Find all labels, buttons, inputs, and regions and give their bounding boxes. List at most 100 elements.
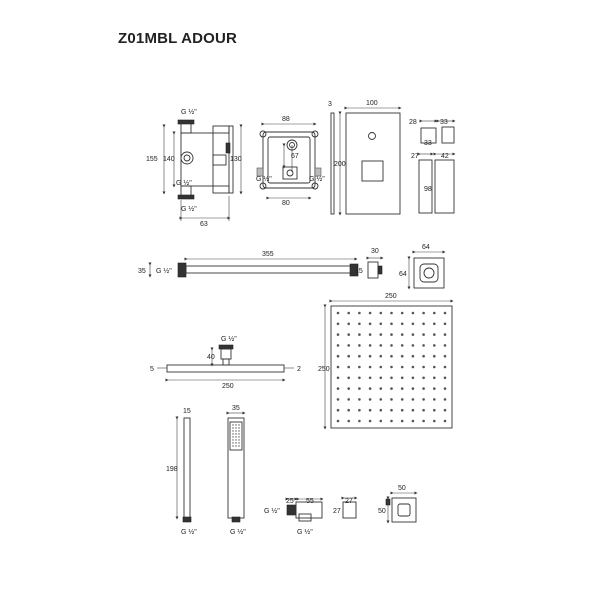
nozzle-dot bbox=[400, 322, 404, 326]
dim-80: 80 bbox=[282, 200, 290, 207]
nozzle-dot bbox=[336, 365, 340, 369]
nozzle-dot bbox=[358, 311, 361, 315]
handset-nozzle-dot bbox=[235, 427, 237, 429]
nozzle-dot bbox=[400, 398, 404, 401]
handset-nozzle-dot bbox=[238, 430, 240, 432]
nozzle-dot bbox=[368, 322, 372, 326]
nozzle-dot bbox=[433, 311, 436, 315]
nozzle-dot bbox=[400, 333, 404, 336]
handset-nozzle-dot bbox=[232, 442, 234, 444]
nozzle-dot bbox=[358, 408, 361, 412]
nozzle-dot bbox=[390, 344, 393, 347]
nozzle-dot bbox=[422, 365, 425, 369]
page-title: Z01MBL ADOUR bbox=[118, 30, 238, 47]
handset-nozzle-dot bbox=[232, 436, 234, 438]
dim-140: 140 bbox=[163, 156, 175, 163]
button-detail: 28 33 33 27 42 98 bbox=[409, 119, 456, 214]
nozzle-dot bbox=[358, 387, 361, 390]
dim-30: 30 bbox=[371, 248, 379, 255]
dim-63: 63 bbox=[200, 221, 208, 228]
valve-front-view: 88 67 80 G ½" G ½" bbox=[256, 116, 325, 207]
nozzle-dot bbox=[443, 398, 447, 401]
nozzle-dot bbox=[358, 365, 361, 369]
nozzle-dot bbox=[347, 365, 351, 369]
dim-27-side: 27 bbox=[333, 508, 341, 515]
nozzle-dot bbox=[433, 387, 436, 390]
handset-nozzle-dot bbox=[235, 439, 237, 441]
handset-nozzle-dot bbox=[235, 436, 237, 438]
nozzle-dot bbox=[422, 354, 425, 358]
handset-nozzle-dot bbox=[238, 445, 240, 447]
nozzle-dot bbox=[400, 419, 404, 423]
nozzle-dot bbox=[358, 419, 361, 423]
dim-50-side: 50 bbox=[378, 508, 386, 515]
dim-28: 28 bbox=[409, 119, 417, 126]
nozzle-dot bbox=[422, 322, 425, 326]
nozzle-dot bbox=[336, 333, 340, 336]
dim-67: 67 bbox=[291, 153, 299, 160]
thread-bottom-label: G ½" bbox=[181, 205, 197, 213]
nozzle-dot bbox=[347, 387, 351, 390]
nozzle-dot bbox=[379, 344, 383, 347]
dim-40: 40 bbox=[207, 354, 215, 361]
thread-top-label: G ½" bbox=[181, 108, 197, 116]
dim-88: 88 bbox=[282, 116, 290, 123]
nozzle-dot bbox=[379, 387, 383, 390]
handset-nozzle-dot bbox=[238, 433, 240, 435]
nozzle-dot bbox=[443, 408, 447, 412]
handset-nozzle-dot bbox=[238, 439, 240, 441]
nozzle-dot bbox=[358, 322, 361, 326]
nozzle-dot bbox=[390, 333, 393, 336]
nozzle-dot bbox=[347, 344, 351, 347]
nozzle-dot bbox=[379, 333, 383, 336]
wall-outlet: 25 55 G ½" G ½" 27 27 50 50 bbox=[264, 485, 418, 536]
handset-nozzle-dot bbox=[232, 430, 234, 432]
nozzle-dot bbox=[433, 419, 436, 423]
nozzle-dot bbox=[347, 333, 351, 336]
handset-nozzle-dot bbox=[232, 427, 234, 429]
shower-head-side: G ½" 40 5 2 250 bbox=[150, 335, 301, 390]
nozzle-dot bbox=[411, 408, 415, 412]
nozzle-dot bbox=[443, 376, 447, 380]
handset-nozzle-dot bbox=[238, 442, 240, 444]
handset-nozzle-dot bbox=[238, 424, 240, 426]
nozzle-dot bbox=[347, 376, 351, 380]
nozzle-dot bbox=[379, 311, 383, 315]
nozzle-dot bbox=[433, 322, 436, 326]
nozzle-dot bbox=[336, 419, 340, 423]
nozzle-dot bbox=[443, 344, 447, 347]
nozzle-dot bbox=[443, 419, 447, 423]
dim-250-height: 250 bbox=[318, 366, 330, 373]
shower-head-top: 250 250 bbox=[318, 293, 454, 430]
nozzle-dot bbox=[368, 333, 372, 336]
dim-64-side: 64 bbox=[399, 271, 407, 278]
dim-50-top: 50 bbox=[398, 485, 406, 492]
nozzle-dot bbox=[336, 354, 340, 358]
dim-27: 27 bbox=[411, 153, 419, 160]
nozzle-dot bbox=[400, 408, 404, 412]
nozzle-dot bbox=[358, 376, 361, 380]
nozzle-dot bbox=[411, 398, 415, 401]
nozzle-dot bbox=[433, 365, 436, 369]
nozzle-dot bbox=[358, 333, 361, 336]
handset-nozzle-dot bbox=[235, 445, 237, 447]
dim-198: 198 bbox=[166, 466, 178, 473]
nozzle-dot bbox=[443, 322, 447, 326]
handset-nozzle-dot bbox=[235, 433, 237, 435]
nozzle-dot bbox=[411, 419, 415, 423]
nozzle-dot bbox=[422, 387, 425, 390]
dim-250-side: 250 bbox=[222, 383, 234, 390]
nozzle-dot bbox=[400, 376, 404, 380]
thread-arm-label: G ½" bbox=[156, 267, 172, 275]
shower-arm: 355 35 G ½" 15 30 64 64 bbox=[138, 244, 446, 290]
nozzle-dot bbox=[358, 344, 361, 347]
nozzle-dot bbox=[433, 376, 436, 380]
nozzle-dot bbox=[368, 398, 372, 401]
nozzle-dot bbox=[368, 419, 372, 423]
nozzle-dot bbox=[358, 398, 361, 401]
thread-outlet-left: G ½" bbox=[264, 507, 280, 515]
dim-100: 100 bbox=[366, 100, 378, 107]
nozzle-dot bbox=[347, 322, 351, 326]
nozzle-dot bbox=[358, 354, 361, 358]
